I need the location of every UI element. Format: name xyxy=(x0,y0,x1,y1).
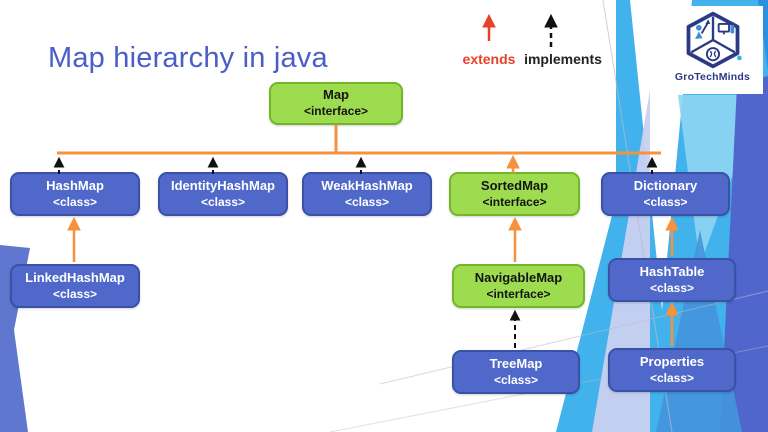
node-stereotype: <class> xyxy=(200,194,246,209)
node-stereotype: <class> xyxy=(649,280,695,295)
legend-implements-label: implements xyxy=(524,51,602,67)
page-title: Map hierarchy in java xyxy=(48,42,328,74)
node-stereotype: <class> xyxy=(344,194,390,209)
node-label: HashTable xyxy=(639,263,705,279)
node-identityhashmap: IdentityHashMap <class> xyxy=(158,172,288,216)
node-stereotype: <interface> xyxy=(303,104,369,119)
node-label: Map xyxy=(323,87,349,103)
node-label: WeakHashMap xyxy=(321,177,413,193)
node-label: SortedMap xyxy=(480,177,549,193)
node-navigablemap: NavigableMap <interface> xyxy=(452,264,585,308)
node-label: HashMap xyxy=(46,177,104,193)
legend-extends-label: extends xyxy=(462,51,516,67)
node-map: Map <interface> xyxy=(269,82,403,125)
node-linkedhashmap: LinkedHashMap <class> xyxy=(10,264,140,308)
node-hashmap: HashMap <class> xyxy=(10,172,140,216)
node-label: LinkedHashMap xyxy=(25,269,125,285)
node-sortedmap: SortedMap <interface> xyxy=(449,172,580,216)
node-stereotype: <class> xyxy=(52,286,98,301)
node-stereotype: <interface> xyxy=(482,194,547,209)
node-weakhashmap: WeakHashMap <class> xyxy=(302,172,432,216)
node-stereotype: <class> xyxy=(643,194,688,209)
node-hashtable: HashTable <class> xyxy=(608,258,736,302)
node-label: TreeMap xyxy=(489,355,543,371)
node-stereotype: <class> xyxy=(649,370,695,385)
node-properties: Properties <class> xyxy=(608,348,736,392)
node-label: Dictionary xyxy=(633,177,698,193)
grotechminds-logo: GroTechMinds xyxy=(662,6,763,94)
node-stereotype: <class> xyxy=(52,194,98,209)
node-treemap: TreeMap <class> xyxy=(452,350,580,394)
node-stereotype: <class> xyxy=(493,372,539,387)
node-label: NavigableMap xyxy=(474,269,563,285)
node-dictionary: Dictionary <class> xyxy=(601,172,730,216)
logo-brand-text: GroTechMinds xyxy=(674,71,751,83)
node-label: IdentityHashMap xyxy=(170,177,275,193)
node-label: Properties xyxy=(639,353,705,369)
node-stereotype: <interface> xyxy=(486,286,551,301)
logo-hexagon-icon xyxy=(686,11,742,69)
